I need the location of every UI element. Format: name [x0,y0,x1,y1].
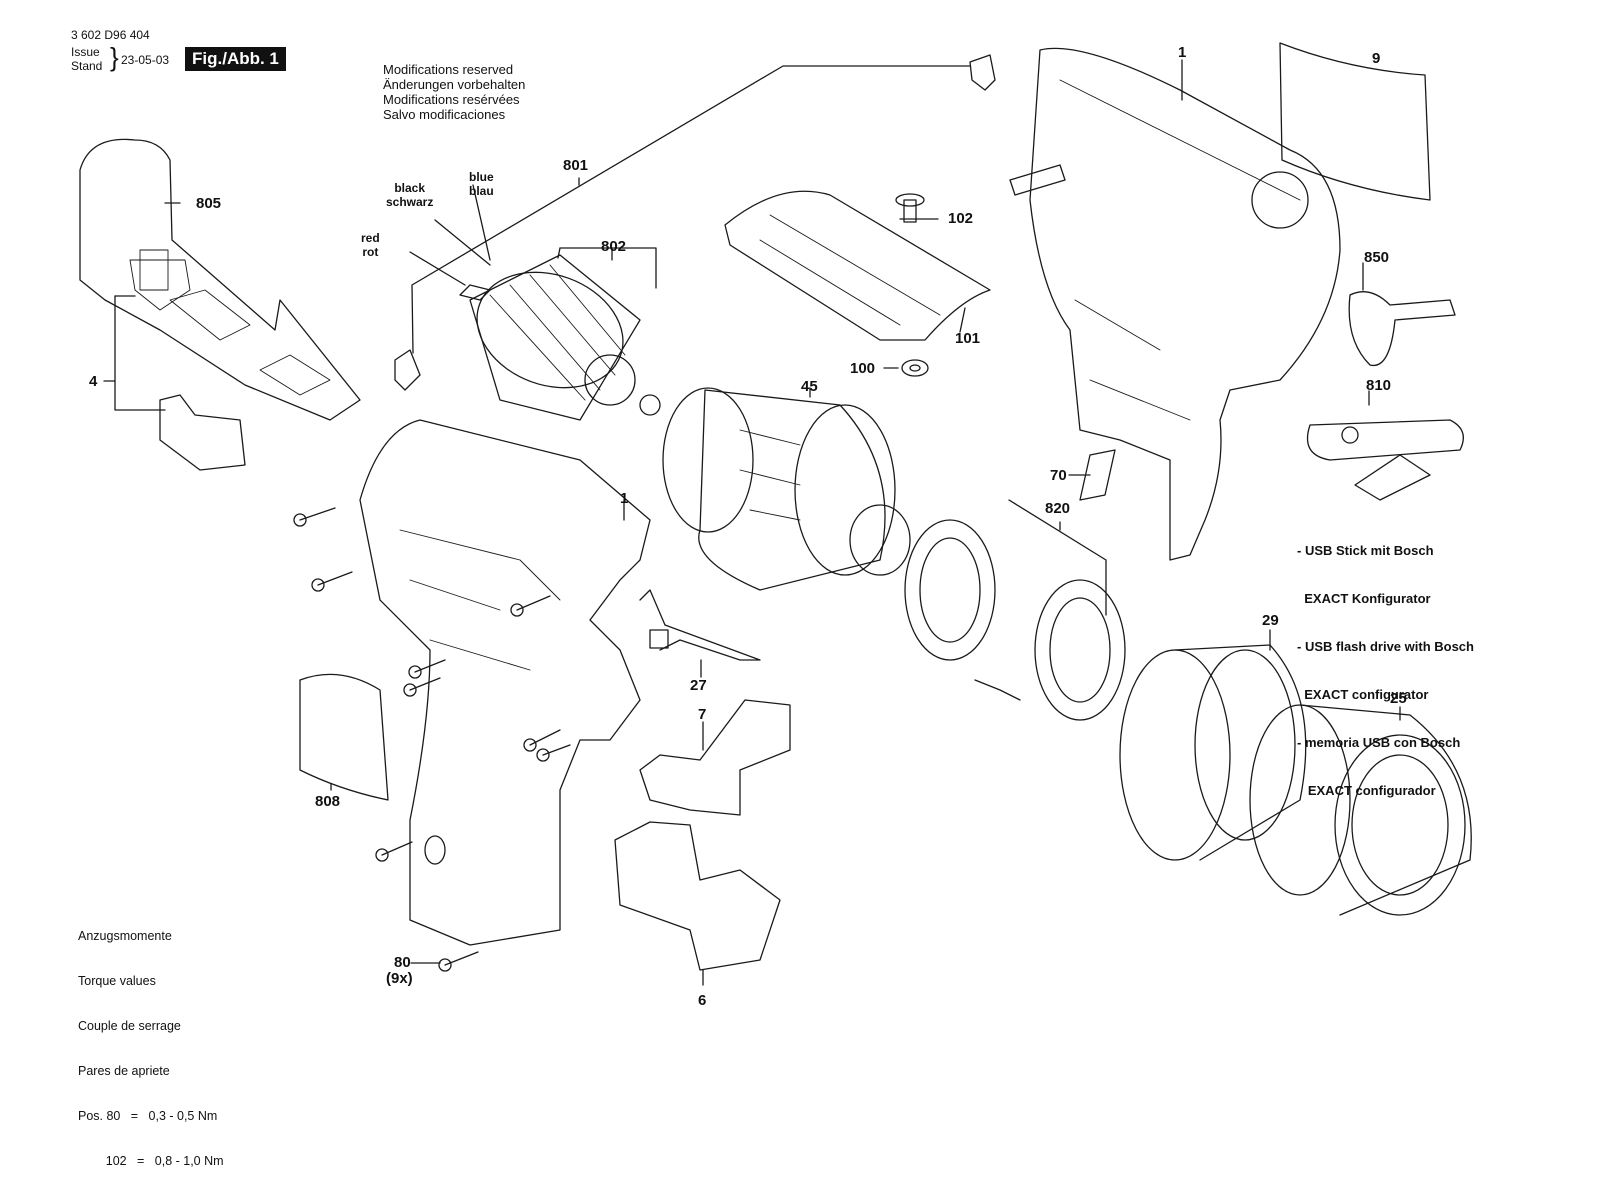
part-label-805: 805 [196,195,222,212]
modifications-en: Modifications reserved [383,62,514,77]
part-label-27: 27 [690,677,707,694]
housing-half-left [359,419,651,946]
screws-80 [293,507,571,972]
cover-101-details [759,214,941,326]
motor-802 [459,254,661,421]
wire-black-label: black schwarz [386,181,433,209]
wire-blue-label: blue blau [469,170,494,198]
part-label-4: 4 [89,373,98,390]
torque-title-de: Anzugsmomente [78,929,172,943]
gearbox-45 [662,387,911,591]
usb-note-line: EXACT Konfigurator [1297,591,1431,606]
modifications-es: Salvo modificaciones [383,107,506,122]
part-label-9: 9 [1372,50,1381,67]
usb-note-line: EXACT configurador [1297,783,1436,798]
part-label-102: 102 [948,210,974,227]
issue-label: Issue [71,45,100,59]
part-label-850: 850 [1364,249,1390,266]
switch-7 [639,699,791,816]
collar-25 [1249,704,1472,916]
nut-100-drawing [901,359,929,377]
wire-black-en: black [394,181,426,195]
part-label-25: 25 [1390,690,1407,707]
wire-blue-en: blue [469,170,494,184]
sleeve-29 [1119,644,1307,861]
usb-note-line: - memoria USB con Bosch [1297,735,1461,750]
part-label-6: 6 [698,992,707,1009]
brace: } [110,42,119,72]
key-850 [1348,291,1456,367]
modifications-de: Änderungen vorbehalten [383,77,526,92]
wire-red-label: red rot [361,231,380,259]
usb-note-line: - USB flash drive with Bosch [1297,639,1474,654]
wire-red-de: rot [362,245,379,259]
torque-row-102: 102 = 0,8 - 1,0 Nm [78,1154,224,1168]
label-sheet-808 [299,673,389,801]
issue-date: 23-05-03 [121,53,170,67]
torque-title-en: Torque values [78,974,156,988]
figure-badge: Fig./Abb. 1 [185,47,286,71]
torque-values-block: Anzugsmomente Torque values Couple de se… [78,899,224,1184]
label-sheet-9 [1279,42,1431,201]
part-label-820: 820 [1045,500,1071,517]
usb-note-line: EXACT configurator [1297,687,1429,702]
part-label-810: 810 [1366,377,1392,394]
part-label-808: 808 [315,793,341,810]
part-label-70: 70 [1050,467,1067,484]
part-label-101: 101 [955,330,981,347]
wire-blue-de: blau [469,184,494,198]
modifications-fr: Modifications resérvées [383,92,520,107]
housing-half-right [1009,47,1341,561]
exploded-view-drawing [79,42,1472,986]
usb-810 [1306,419,1464,501]
torque-row-80: Pos. 80 = 0,3 - 0,5 Nm [78,1109,218,1123]
stand-label: Stand [71,59,103,73]
torque-title-fr: Couple de serrage [78,1019,181,1033]
part-label-1-top: 1 [1178,44,1187,61]
part-label-29: 29 [1262,612,1279,629]
pcb-assembly [79,138,361,471]
modifications-note: Modifications reserved Änderungen vorbeh… [383,62,525,122]
part-label-802: 802 [601,238,627,255]
wire-black-de: schwarz [386,195,434,209]
document-number: 3 602 D96 404 [71,28,150,42]
switch-6 [614,821,781,971]
cable-27 [639,589,761,661]
wire-red-en: red [361,231,380,245]
part-label-80: 80 [394,954,411,971]
torque-title-es: Pares de apriete [78,1064,170,1078]
clip-801 [969,54,996,91]
part-label-45: 45 [801,378,818,395]
ring-820 [904,519,1126,721]
part-label-1-bottom: 1 [620,490,629,507]
cover-101 [724,190,991,341]
screw-102-drawing [895,193,925,223]
usb-note-line: - USB Stick mit Bosch [1297,543,1434,558]
leader-lines [103,59,1401,986]
part-label-7: 7 [698,706,707,723]
part-label-801: 801 [563,157,589,174]
clip-801-lower [394,349,421,391]
part-label-80-quantity: (9x) [386,970,413,987]
part-label-100: 100 [850,360,876,377]
usb-stick-notes: - USB Stick mit Bosch EXACT Konfigurator… [1297,511,1474,815]
clip-70 [1079,449,1116,501]
